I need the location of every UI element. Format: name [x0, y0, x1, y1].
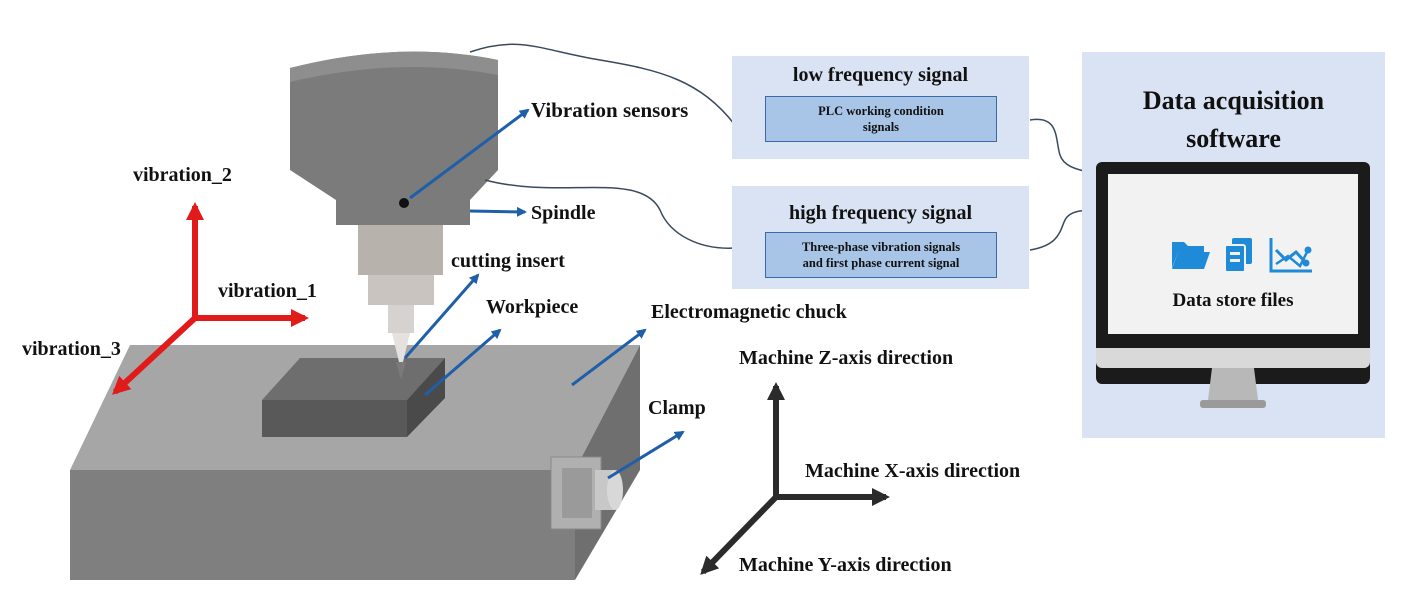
plc-signals-line2: signals	[862, 120, 900, 134]
label-vibration-3: vibration_3	[22, 338, 121, 360]
high-frequency-title: high frequency signal	[789, 202, 972, 224]
data-acquisition-software-panel: Data acquisition software Data store f	[1082, 52, 1385, 438]
vibration-signals-line1: Three-phase vibration signals	[801, 240, 961, 254]
data-store-label: Data store files	[1172, 290, 1294, 311]
cable-high-frequency	[484, 179, 736, 249]
label-spindle: Spindle	[531, 202, 596, 224]
arrow-vibration-sensors	[409, 108, 530, 200]
label-workpiece: Workpiece	[486, 296, 578, 318]
spindle	[290, 51, 498, 380]
label-machine-x: Machine X-axis direction	[805, 460, 1020, 482]
label-cutting-insert: cutting insert	[451, 250, 565, 272]
arrow-electromagnetic-chuck	[571, 328, 647, 387]
plc-signals-box: PLC working condition signals	[765, 96, 997, 142]
low-frequency-panel: low frequency signal PLC working conditi…	[732, 56, 1029, 159]
label-machine-y: Machine Y-axis direction	[739, 554, 952, 576]
cable-low-frequency	[469, 43, 736, 126]
plc-signals-line1: PLC working condition	[818, 104, 944, 118]
software-title-line1: Data acquisition	[1142, 86, 1325, 115]
electromagnetic-chuck	[70, 345, 640, 580]
monitor-chin	[1096, 348, 1370, 368]
software-title-line2: software	[1186, 124, 1281, 153]
line-chart-icon[interactable]	[1268, 236, 1314, 274]
label-vibration-sensors: Vibration sensors	[531, 98, 688, 122]
arrow-cutting-insert	[403, 273, 480, 359]
workpiece	[262, 358, 445, 437]
low-frequency-title: low frequency signal	[792, 64, 969, 86]
vibration-current-signals-box: Three-phase vibration signals and first …	[765, 232, 997, 278]
machine-y-axis	[700, 494, 779, 575]
arrow-spindle	[469, 206, 527, 217]
vibration-sensor-dot	[399, 198, 409, 208]
monitor-stand	[1200, 368, 1266, 408]
label-machine-z: Machine Z-axis direction	[739, 347, 953, 369]
vibration-3-axis	[112, 315, 198, 395]
high-frequency-panel: high frequency signal Three-phase vibrat…	[732, 186, 1029, 289]
arrow-workpiece	[424, 328, 502, 397]
label-vibration-2: vibration_2	[133, 164, 232, 186]
monitor-screen: Data store files	[1108, 174, 1358, 334]
copy-files-icon[interactable]	[1222, 236, 1256, 274]
clamp	[550, 456, 623, 530]
folder-icon[interactable]	[1170, 236, 1212, 272]
label-clamp: Clamp	[648, 397, 706, 419]
vibration-signals-line2: and first phase current signal	[802, 256, 960, 270]
label-electromagnetic-chuck: Electromagnetic chuck	[651, 301, 848, 323]
software-title: Data acquisition software	[1082, 82, 1385, 158]
arrow-clamp	[607, 430, 685, 480]
label-vibration-1: vibration_1	[218, 280, 317, 302]
monitor: Data store files	[1096, 162, 1370, 384]
